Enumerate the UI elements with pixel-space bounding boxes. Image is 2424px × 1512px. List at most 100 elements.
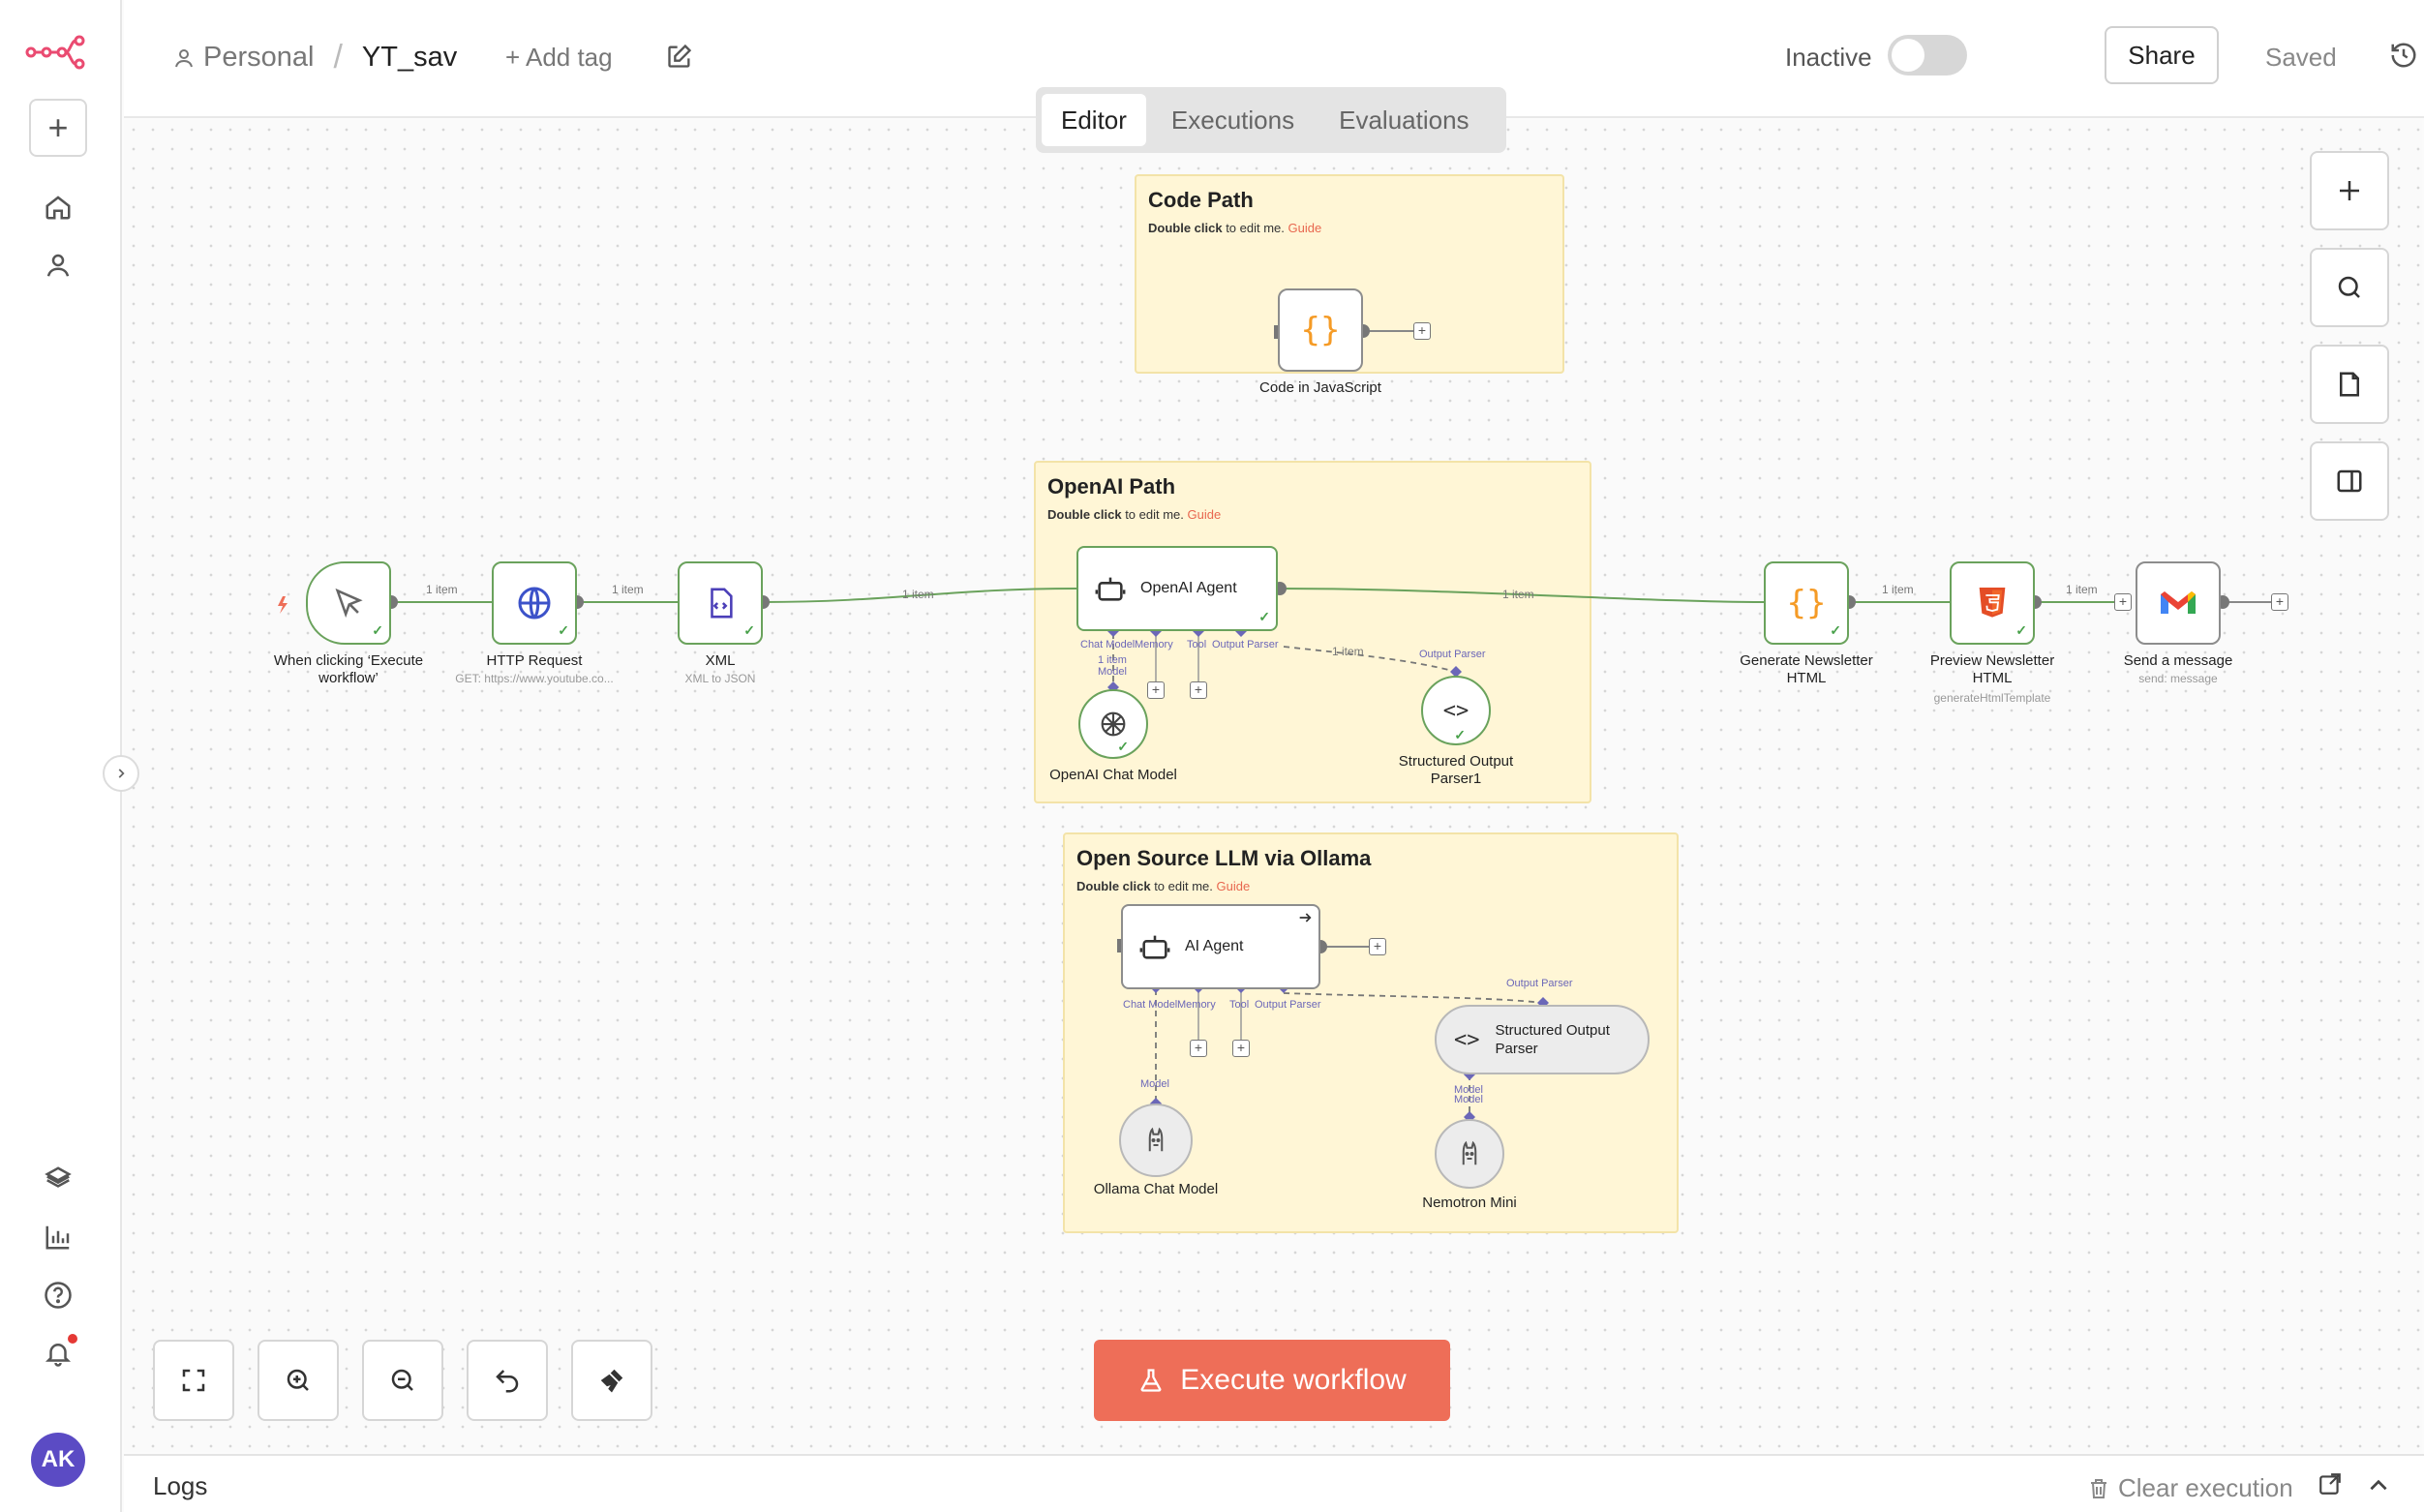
llama-icon [1462,1140,1477,1165]
port-label: Chat Model [1123,999,1178,1011]
user-icon [175,48,193,67]
insights-icon[interactable] [41,1220,76,1255]
robot-icon [1095,577,1126,601]
node-label: Send a message [2123,652,2233,669]
add-tool-button[interactable]: + [1232,1040,1250,1057]
create-button[interactable]: + [29,99,87,157]
add-sticky-button[interactable] [2310,345,2389,424]
port-label: Model [1098,666,1127,678]
node-label: Ollama Chat Model [1093,1181,1219,1197]
cursor-icon [335,588,363,619]
port-label: Memory [1135,639,1173,650]
manual-trigger-node[interactable]: ✓ [306,561,391,645]
clean-up-button[interactable] [571,1340,652,1421]
port-label: Output Parser [1506,978,1573,989]
logs-bar[interactable]: Logs Clear execution [124,1454,2424,1512]
structured-output-parser1-node[interactable]: <> ✓ [1421,676,1491,745]
add-tag-button[interactable]: + Add tag [505,43,613,72]
view-tabs: Editor Executions Evaluations [1036,87,1506,153]
zoom-out-button[interactable] [362,1340,443,1421]
openai-chat-model-node[interactable]: ✓ [1078,689,1148,759]
undo-button[interactable] [467,1340,548,1421]
success-check-icon: ✓ [1830,622,1841,638]
openai-agent-node[interactable]: OpenAI Agent ✓ [1076,546,1278,631]
logs-title: Logs [153,1471,208,1500]
preview-newsletter-html-node[interactable]: ✓ [1950,561,2035,645]
port-label: Tool [1187,639,1207,650]
plus-icon [2340,181,2359,200]
tab-evaluations[interactable]: Evaluations [1339,105,1470,135]
breadcrumb: Personal / YT_sav [172,39,457,76]
project-link[interactable]: Personal [203,42,315,73]
ai-agent-node[interactable]: AI Agent [1121,904,1320,989]
workflow-name[interactable]: YT_sav [361,42,458,73]
panel-icon [2337,469,2362,493]
connection-label: 1 item [1882,583,1914,596]
add-tool-button[interactable]: + [1190,681,1207,699]
zoom-in-button[interactable] [258,1340,339,1421]
success-check-icon: ✓ [1258,609,1270,624]
generate-newsletter-html-node[interactable]: {} ✓ [1764,561,1849,645]
gmail-send-message-node[interactable] [2136,561,2221,645]
success-check-icon: ✓ [372,622,383,638]
clean-up-icon [600,1369,623,1393]
add-memory-button[interactable]: + [1147,681,1165,699]
clear-execution-button[interactable]: Clear execution [2087,1473,2293,1503]
toggle-panel-button[interactable] [2310,441,2389,521]
add-node-button[interactable]: + [1413,322,1431,340]
port-label: Tool [1229,999,1250,1011]
node-subtitle: send: message [2138,672,2218,685]
saved-status: Saved [2265,43,2337,72]
fit-view-button[interactable] [153,1340,234,1421]
node-label: Code in JavaScript [1259,379,1381,396]
user-icon[interactable] [41,248,76,283]
ollama-chat-model-node[interactable] [1119,1104,1193,1177]
history-icon[interactable] [2389,41,2418,70]
clear-execution-label: Clear execution [2118,1473,2293,1502]
add-node-panel-button[interactable] [2310,151,2389,230]
add-node-button[interactable]: + [1369,938,1386,955]
xml-node[interactable]: ✓ [678,561,763,645]
tab-editor[interactable]: Editor [1042,94,1146,146]
active-toggle[interactable] [1888,35,1967,76]
execute-workflow-button[interactable]: Execute workflow [1094,1340,1450,1421]
code-javascript-node[interactable]: {} [1278,288,1363,372]
openai-icon [1101,711,1126,737]
tab-executions[interactable]: Executions [1170,105,1295,135]
http-request-node[interactable]: ✓ [492,561,577,645]
guide-link[interactable]: Guide [1288,221,1322,235]
globe-icon [518,587,551,620]
chevron-right-icon[interactable] [103,755,139,792]
n8n-logo-icon[interactable] [25,33,87,72]
help-icon[interactable] [41,1278,76,1313]
guide-link[interactable]: Guide [1216,879,1251,893]
node-label: Nemotron Mini [1422,1194,1517,1211]
add-node-button[interactable]: + [2271,593,2288,611]
share-button[interactable]: Share [2105,26,2219,84]
edit-description-icon[interactable] [666,43,693,70]
pop-out-icon[interactable] [2318,1471,2343,1497]
add-node-button[interactable]: + [2114,593,2132,611]
trash-icon [2091,1478,2106,1498]
avatar[interactable]: AK [31,1433,85,1487]
connection-label: 1 item [612,583,644,596]
port-label: 1 item [1098,654,1127,666]
notification-dot [68,1334,77,1344]
robot-icon [1139,935,1170,959]
add-memory-button[interactable]: + [1190,1040,1207,1057]
guide-link[interactable]: Guide [1187,507,1222,522]
port-label: Memory [1177,999,1216,1011]
sticky-title: Open Source LLM via Ollama [1076,846,1372,870]
connection-label: 1 item [1502,588,1534,601]
zoom-in-icon [287,1369,309,1391]
nemotron-mini-node[interactable] [1435,1119,1504,1189]
bell-icon[interactable] [41,1336,76,1371]
templates-icon[interactable] [41,1162,76,1196]
chevron-up-icon[interactable] [2366,1473,2391,1498]
home-icon[interactable] [41,190,76,225]
search-nodes-button[interactable] [2310,248,2389,327]
